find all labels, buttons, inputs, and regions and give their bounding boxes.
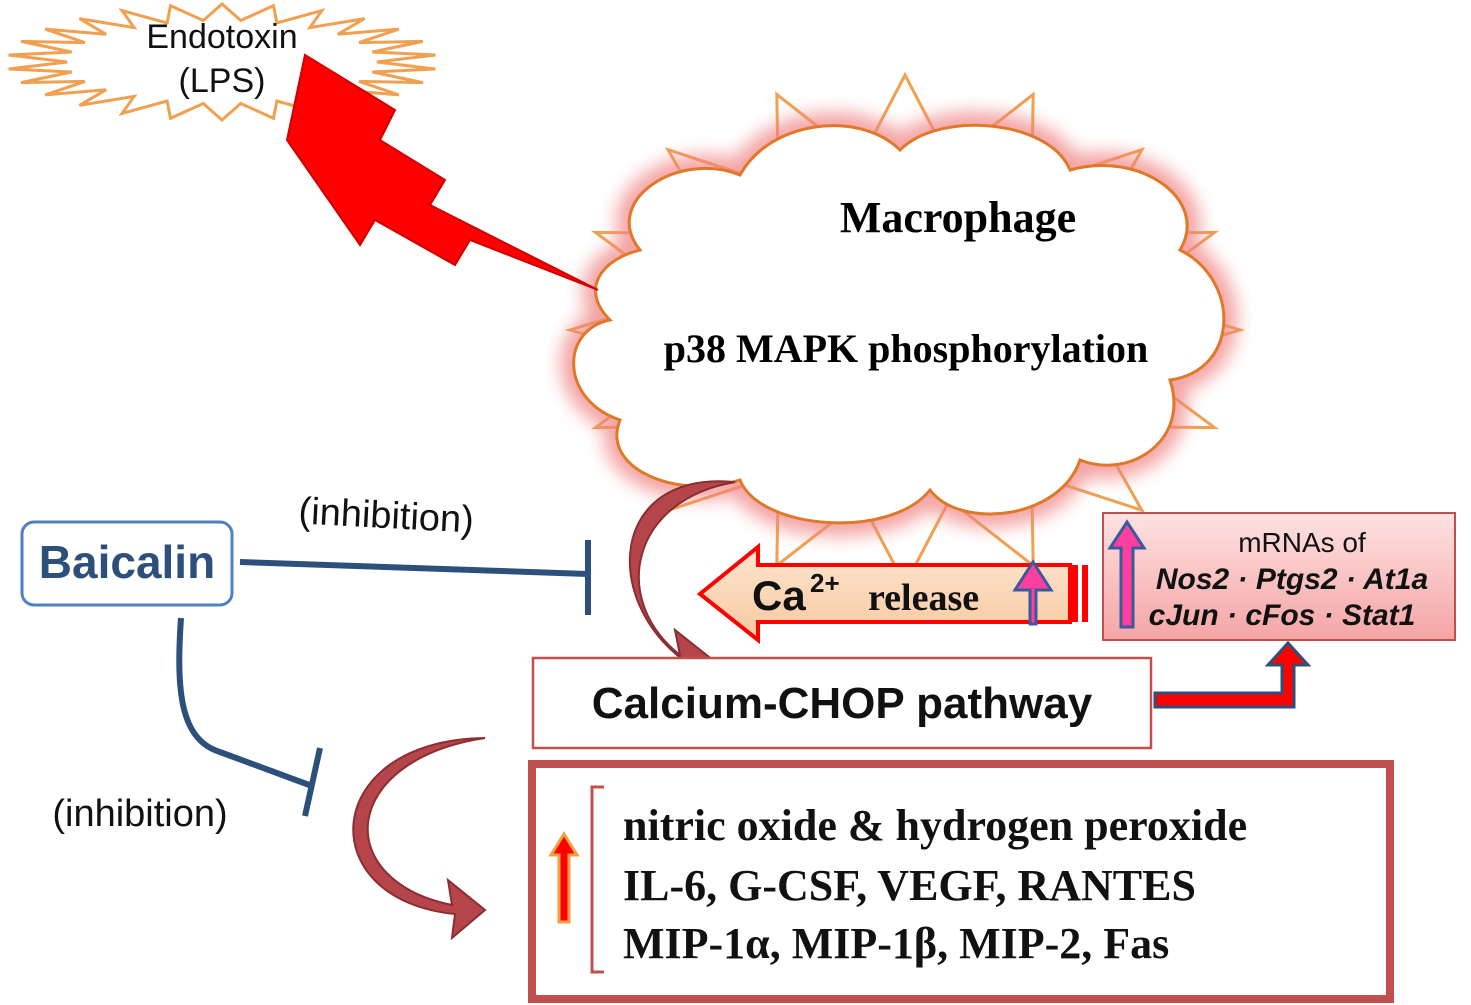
- calcium-release-arrow: Ca 2+ release: [696, 542, 1088, 645]
- inhibitor-top: [239, 540, 591, 615]
- lps-label: (LPS): [179, 62, 266, 100]
- mrna-up-arrow-icon: [1107, 519, 1147, 629]
- output-line1: nitric oxide & hydrogen peroxide: [623, 801, 1247, 850]
- inhibitor-line-bottom: [176, 617, 314, 789]
- output-bracket: [590, 785, 604, 974]
- baicalin-box: Baicalin: [20, 520, 234, 607]
- inhibitor-bottom: [176, 617, 323, 817]
- calcium-chop-label: Calcium-CHOP pathway: [592, 679, 1093, 728]
- baicalin-label: Baicalin: [39, 536, 215, 588]
- macrophage-title: Macrophage: [840, 193, 1076, 242]
- lightning-bolt-icon: [285, 53, 599, 291]
- inhibition-label-bottom: (inhibition): [52, 793, 227, 835]
- output-up-arrow-icon: [548, 831, 580, 924]
- mrna-box: mRNAs of Nos2 · Ptgs2 · At1a cJun · cFos…: [1102, 512, 1456, 641]
- inhibitor-bar-bottom: [302, 747, 323, 817]
- curved-arrow-to-outputs: [352, 737, 487, 941]
- mrna-genes-line2: cJun · cFos · Stat1: [1149, 599, 1416, 632]
- outputs-box: nitric oxide & hydrogen peroxide IL-6, G…: [528, 760, 1394, 1003]
- mrna-genes-line1: Nos2 · Ptgs2 · At1a: [1156, 563, 1428, 596]
- macrophage-cloud: [572, 123, 1226, 525]
- inhibitor-line-top: [239, 559, 589, 577]
- mrna-heading: mRNAs of: [1238, 527, 1366, 558]
- calcium-ion-label: Ca: [752, 572, 806, 619]
- endotoxin-label: Endotoxin: [146, 18, 297, 56]
- inhibition-label-top: (inhibition): [298, 490, 475, 541]
- release-label: release: [868, 577, 979, 619]
- output-line2: IL-6, G-CSF, VEGF, RANTES: [623, 861, 1196, 910]
- elbow-arrow-to-mrna: [1153, 640, 1312, 709]
- calcium-up-arrow-icon: [1012, 559, 1054, 626]
- calcium-chop-box: Calcium-CHOP pathway: [531, 656, 1153, 750]
- calcium-charge-label: 2+: [810, 568, 840, 598]
- p38-mapk-label: p38 MAPK phosphorylation: [664, 326, 1149, 371]
- macrophage-cell: Macrophage p38 MAPK phosphorylation: [560, 71, 1246, 589]
- output-line3: MIP-1α, MIP-1β, MIP-2, Fas: [623, 919, 1169, 968]
